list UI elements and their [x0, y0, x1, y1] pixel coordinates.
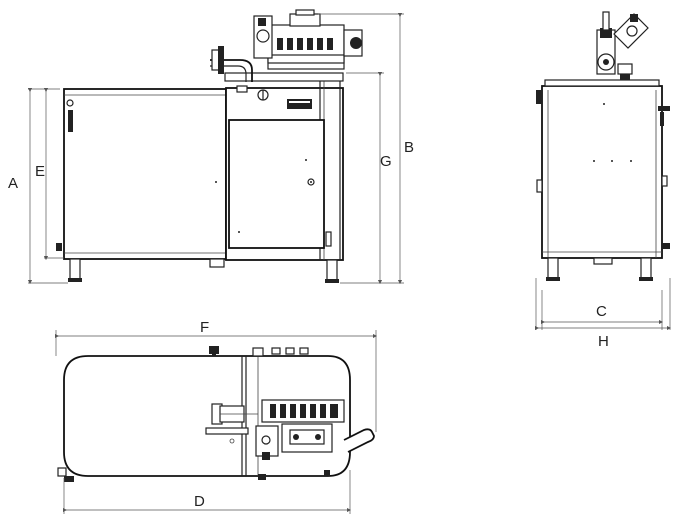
front-handle-bottom	[56, 243, 62, 251]
top-view	[57, 346, 375, 482]
front-handle-top	[68, 110, 73, 132]
front-view	[56, 9, 363, 283]
front-top-platform	[224, 72, 344, 82]
side-handle-left	[536, 90, 542, 104]
side-body	[541, 85, 663, 259]
dim-label-f: F	[200, 319, 209, 336]
front-cylinder-fins	[277, 38, 333, 50]
dim-label-c: C	[596, 303, 607, 320]
dim-label-a: A	[8, 175, 18, 192]
dim-label-d: D	[194, 493, 205, 510]
side-foot-left	[547, 257, 559, 279]
top-pipe-handle	[343, 428, 375, 453]
front-foot-right	[326, 259, 338, 281]
top-knob	[209, 346, 219, 354]
side-handle-right	[658, 106, 670, 111]
front-dimensions: A E G B	[8, 12, 414, 285]
dim-label-g: G	[380, 153, 392, 170]
dim-label-e: E	[35, 163, 45, 180]
top-dimensions: F D	[54, 319, 378, 514]
side-view	[536, 11, 670, 281]
side-motor-head	[596, 11, 649, 80]
door-lock-icon	[307, 178, 315, 186]
side-foot-right	[640, 257, 652, 279]
front-tank-body	[63, 88, 227, 260]
front-nameplate	[287, 99, 312, 109]
front-foot-left	[69, 258, 81, 280]
side-dimensions: C H	[534, 278, 672, 350]
top-machine-head	[255, 399, 345, 460]
dim-label-h: H	[598, 333, 609, 350]
front-cabinet-door	[228, 119, 325, 249]
dim-label-b: B	[404, 139, 414, 156]
